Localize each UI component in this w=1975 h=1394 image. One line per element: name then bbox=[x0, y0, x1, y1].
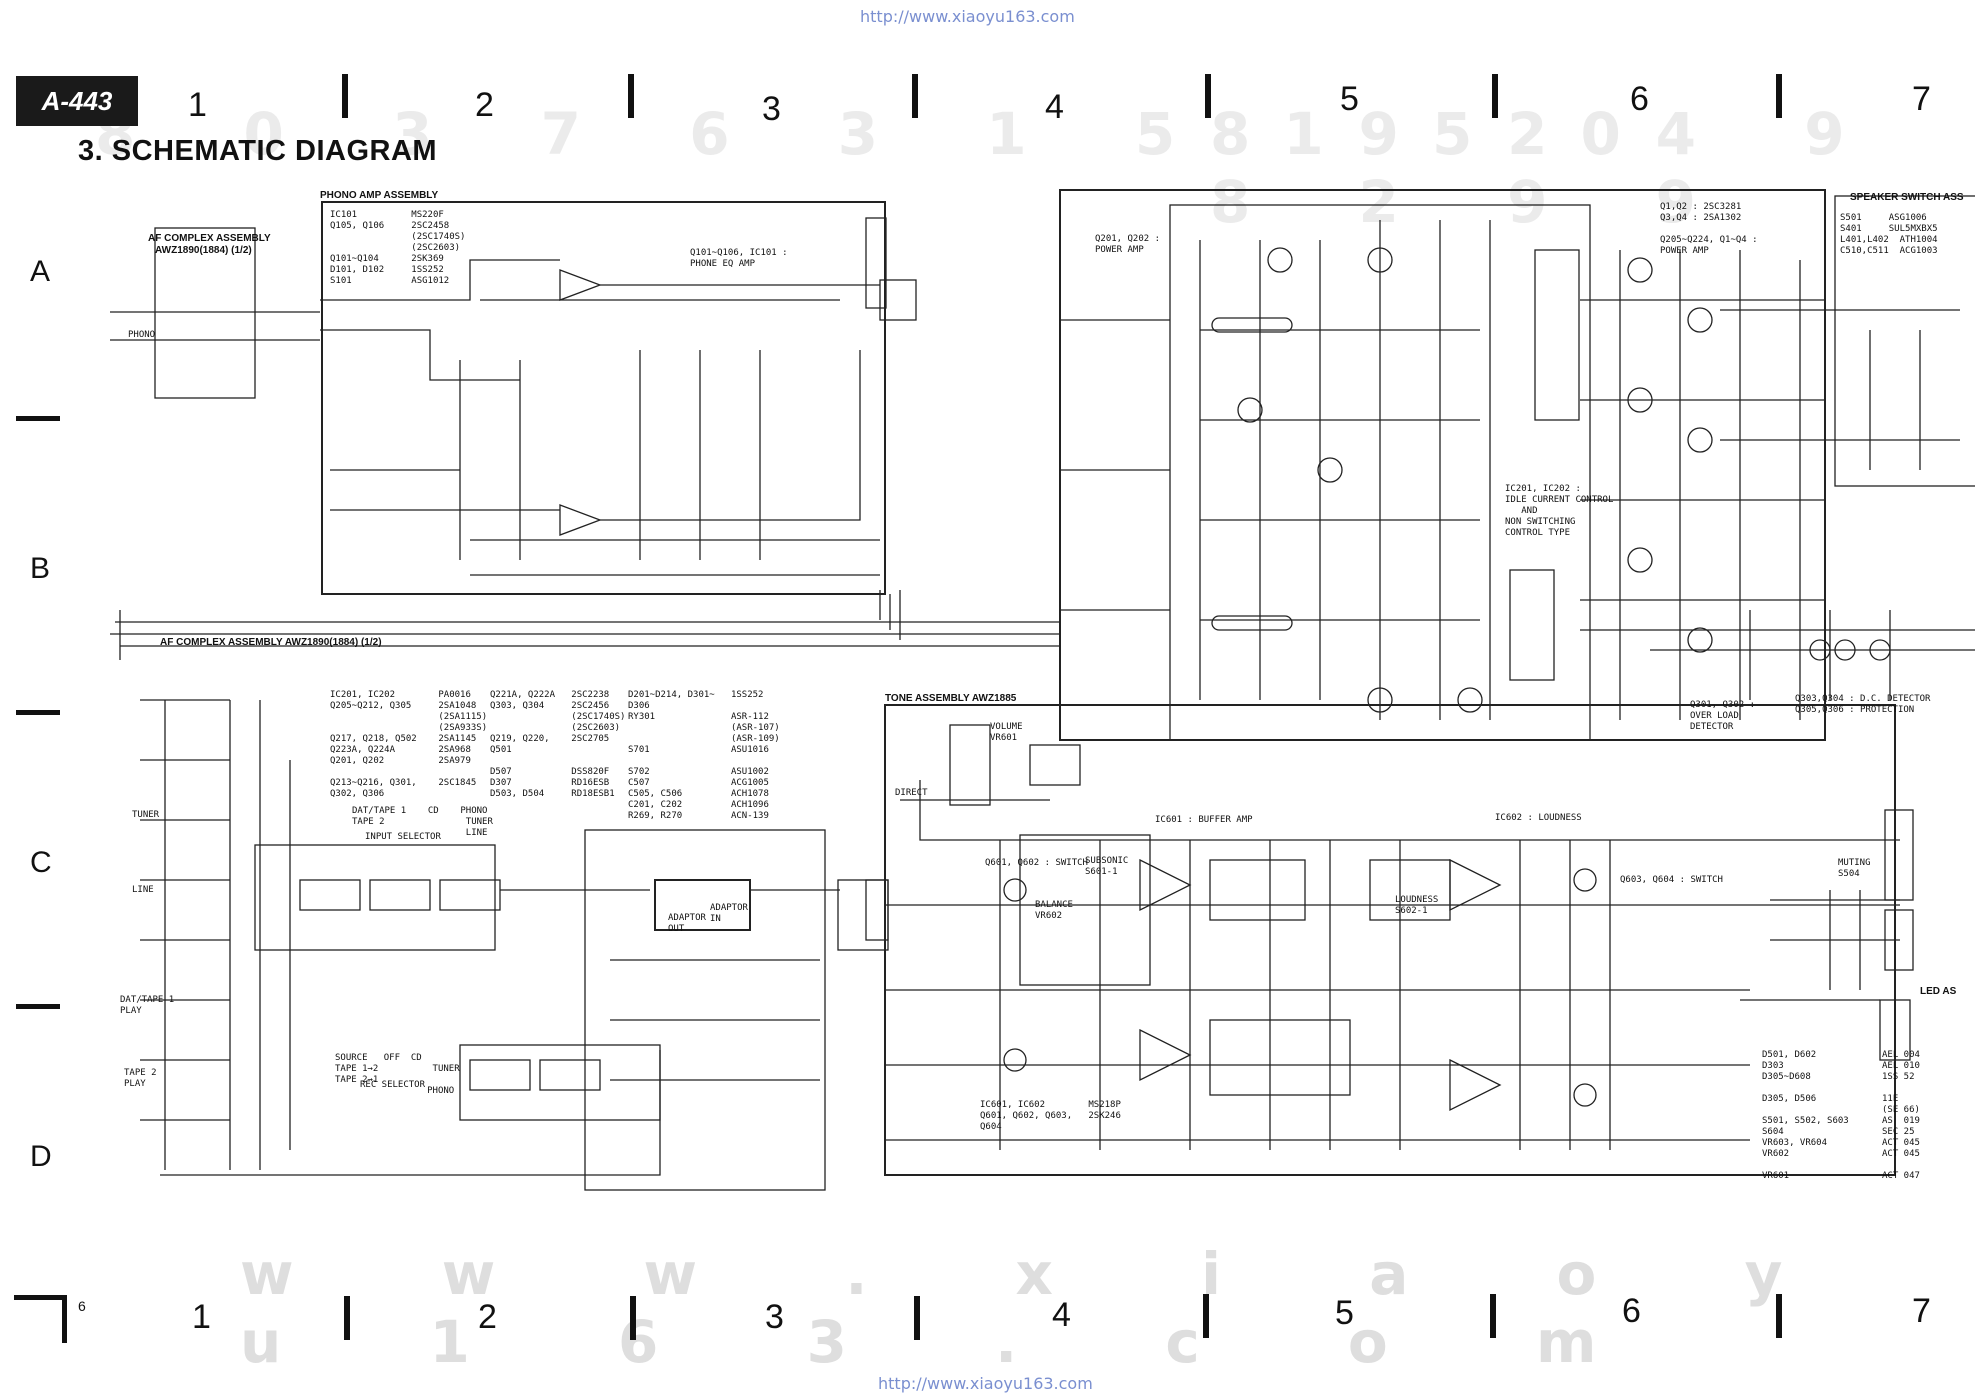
bottom-right-parts-a: D501, D602 D303 D305~D608 D305, D506 S50… bbox=[1762, 1050, 1849, 1181]
col-label-bottom-3: 3 bbox=[765, 1298, 784, 1336]
protect-note-1: Q301, Q302 : OVER LOAD DETECTOR bbox=[1690, 700, 1756, 732]
led-assembly-label: LED AS bbox=[1920, 986, 1957, 997]
col-divider-top bbox=[628, 74, 634, 118]
volume-label: VOLUME VR601 bbox=[990, 722, 1023, 743]
phono-eq-note: Q101~Q106, IC101 : PHONE EQ AMP bbox=[690, 248, 788, 269]
corner-mark bbox=[14, 1295, 66, 1300]
buffer-amp-label: IC601 : BUFFER AMP bbox=[1155, 815, 1253, 825]
row-divider bbox=[16, 416, 60, 421]
rec-selector-label: REC SELECTOR bbox=[360, 1080, 426, 1090]
input-selector-label: INPUT SELECTOR bbox=[365, 832, 441, 842]
protect-note-2: Q303,Q304 : D.C. DETECTOR Q305,Q306 : PR… bbox=[1795, 694, 1931, 715]
page-title: 3. SCHEMATIC DIAGRAM bbox=[78, 135, 438, 167]
adaptor-out-label: ADAPTOR OUT bbox=[668, 913, 706, 934]
speaker-parts-list: S501 ASG1006 S401 SUL5MXBX5 L401,L402 AT… bbox=[1840, 213, 1938, 256]
col-divider-top bbox=[1205, 74, 1211, 118]
col-divider-bottom bbox=[1776, 1294, 1782, 1338]
q603-switch-label: Q603, Q604 : SWITCH bbox=[1620, 875, 1723, 885]
row-label-b: B bbox=[30, 552, 51, 585]
col-divider-bottom bbox=[1203, 1294, 1209, 1338]
parts-list-c: D201~D214, D301~ 1SS252 D306 RY301 ASR-1… bbox=[628, 690, 780, 821]
corner-mark bbox=[62, 1295, 67, 1343]
col-label-top-2: 2 bbox=[475, 86, 494, 124]
af-complex-assembly-label: AF COMPLEX ASSEMBLY bbox=[148, 233, 271, 244]
phono-amp-assembly-label: PHONO AMP ASSEMBLY bbox=[320, 190, 439, 201]
parts-list-b: Q221A, Q222A 2SC2238 Q303, Q304 2SC2456 … bbox=[490, 690, 626, 799]
col-label-bottom-1: 1 bbox=[192, 1298, 211, 1336]
input-selector-positions: DAT/TAPE 1 CD PHONO TAPE 2 TUNER LINE bbox=[352, 806, 493, 838]
loudness-label: IC602 : LOUDNESS bbox=[1495, 813, 1582, 823]
balance-label: BALANCE VR602 bbox=[1035, 900, 1073, 921]
tone-assembly-label: TONE ASSEMBLY AWZ1885 bbox=[885, 693, 1017, 704]
power-amp-transistor-note: Q1,Q2 : 2SC3281 Q3,Q4 : 2SA1302 Q205~Q22… bbox=[1660, 202, 1758, 256]
model-badge: A-443 bbox=[16, 76, 138, 126]
phono-input-label: PHONO bbox=[128, 330, 156, 340]
row-label-a: A bbox=[30, 255, 51, 288]
bottom-right-parts-b: AEL 004 AEL 010 1SS 52 11E (SE 66) AS 01… bbox=[1882, 1050, 1920, 1181]
col-label-top-1: 1 bbox=[188, 86, 207, 124]
col-divider-top bbox=[1776, 74, 1782, 118]
row-label-d: D bbox=[30, 1140, 52, 1173]
col-divider-top bbox=[342, 74, 348, 118]
direct-label: DIRECT bbox=[895, 788, 928, 798]
line-input-label: LINE bbox=[132, 885, 154, 895]
tape2-play-label: TAPE 2 PLAY bbox=[124, 1068, 157, 1089]
source-url-top: http://www.xiaoyu163.com bbox=[860, 7, 1075, 26]
rec-selector-positions: SOURCE OFF CD TAPE 1→2 TUNER TAPE 2→1 PH… bbox=[335, 1053, 460, 1096]
col-divider-bottom bbox=[1490, 1294, 1496, 1338]
col-divider-top bbox=[1492, 74, 1498, 118]
col-label-bottom-4: 4 bbox=[1052, 1296, 1071, 1334]
tone-parts-list: IC601, IC602 MS218P Q601, Q602, Q603, 2S… bbox=[980, 1100, 1121, 1132]
speaker-switch-assembly-label: SPEAKER SWITCH ASS bbox=[1850, 192, 1964, 203]
row-divider bbox=[16, 710, 60, 715]
watermark-digits: 8 0 3 7 6 3 1 5 1 5 0 bbox=[95, 100, 1665, 168]
q601-switch-label: Q601, Q602 : SWITCH bbox=[985, 858, 1088, 868]
col-label-top-5: 5 bbox=[1340, 80, 1359, 118]
subsonic-label: SUBSONIC S601-1 bbox=[1085, 856, 1129, 877]
col-label-top-4: 4 bbox=[1045, 88, 1064, 126]
col-label-bottom-5: 5 bbox=[1335, 1294, 1354, 1332]
col-label-top-3: 3 bbox=[762, 90, 781, 128]
loudness-switch-label: LOUDNESS S602-1 bbox=[1395, 895, 1439, 916]
col-label-bottom-7: 7 bbox=[1912, 1292, 1931, 1330]
row-label-c: C bbox=[30, 846, 52, 879]
col-label-bottom-2: 2 bbox=[478, 1298, 497, 1336]
col-label-top-6: 6 bbox=[1630, 80, 1649, 118]
col-divider-top bbox=[912, 74, 918, 118]
watermark-digits-2: 8 9 2 4 9 8 2 9 9 bbox=[1210, 100, 1889, 236]
muting-label: MUTING S504 bbox=[1838, 858, 1871, 879]
col-divider-bottom bbox=[344, 1296, 350, 1340]
af-complex-assembly-part: AWZ1890(1884) (1/2) bbox=[155, 245, 252, 256]
source-url-bottom: http://www.xiaoyu163.com bbox=[878, 1374, 1093, 1393]
col-divider-bottom bbox=[914, 1296, 920, 1340]
col-divider-bottom bbox=[630, 1296, 636, 1340]
af-complex-assembly-mid-label: AF COMPLEX ASSEMBLY AWZ1890(1884) (1/2) bbox=[160, 637, 382, 648]
parts-list-a: IC201, IC202 PA0016 Q205~Q212, Q305 2SA1… bbox=[330, 690, 488, 799]
tuner-input-label: TUNER bbox=[132, 810, 160, 820]
col-label-bottom-6: 6 bbox=[1622, 1292, 1641, 1330]
adaptor-in-label: ADAPTOR IN bbox=[710, 903, 748, 924]
phono-parts-list: IC101 MS220F Q105, Q106 2SC2458 (2SC1740… bbox=[330, 210, 466, 286]
corner-page-number: 6 bbox=[78, 1298, 86, 1314]
row-divider bbox=[16, 1004, 60, 1009]
dat-tape1-play-label: DAT/TAPE 1 PLAY bbox=[120, 995, 175, 1016]
col-label-top-7: 7 bbox=[1912, 80, 1931, 118]
idle-control-note: IC201, IC202 : IDLE CURRENT CONTROL AND … bbox=[1505, 484, 1614, 538]
power-amp-note: Q201, Q202 : POWER AMP bbox=[1095, 234, 1161, 255]
